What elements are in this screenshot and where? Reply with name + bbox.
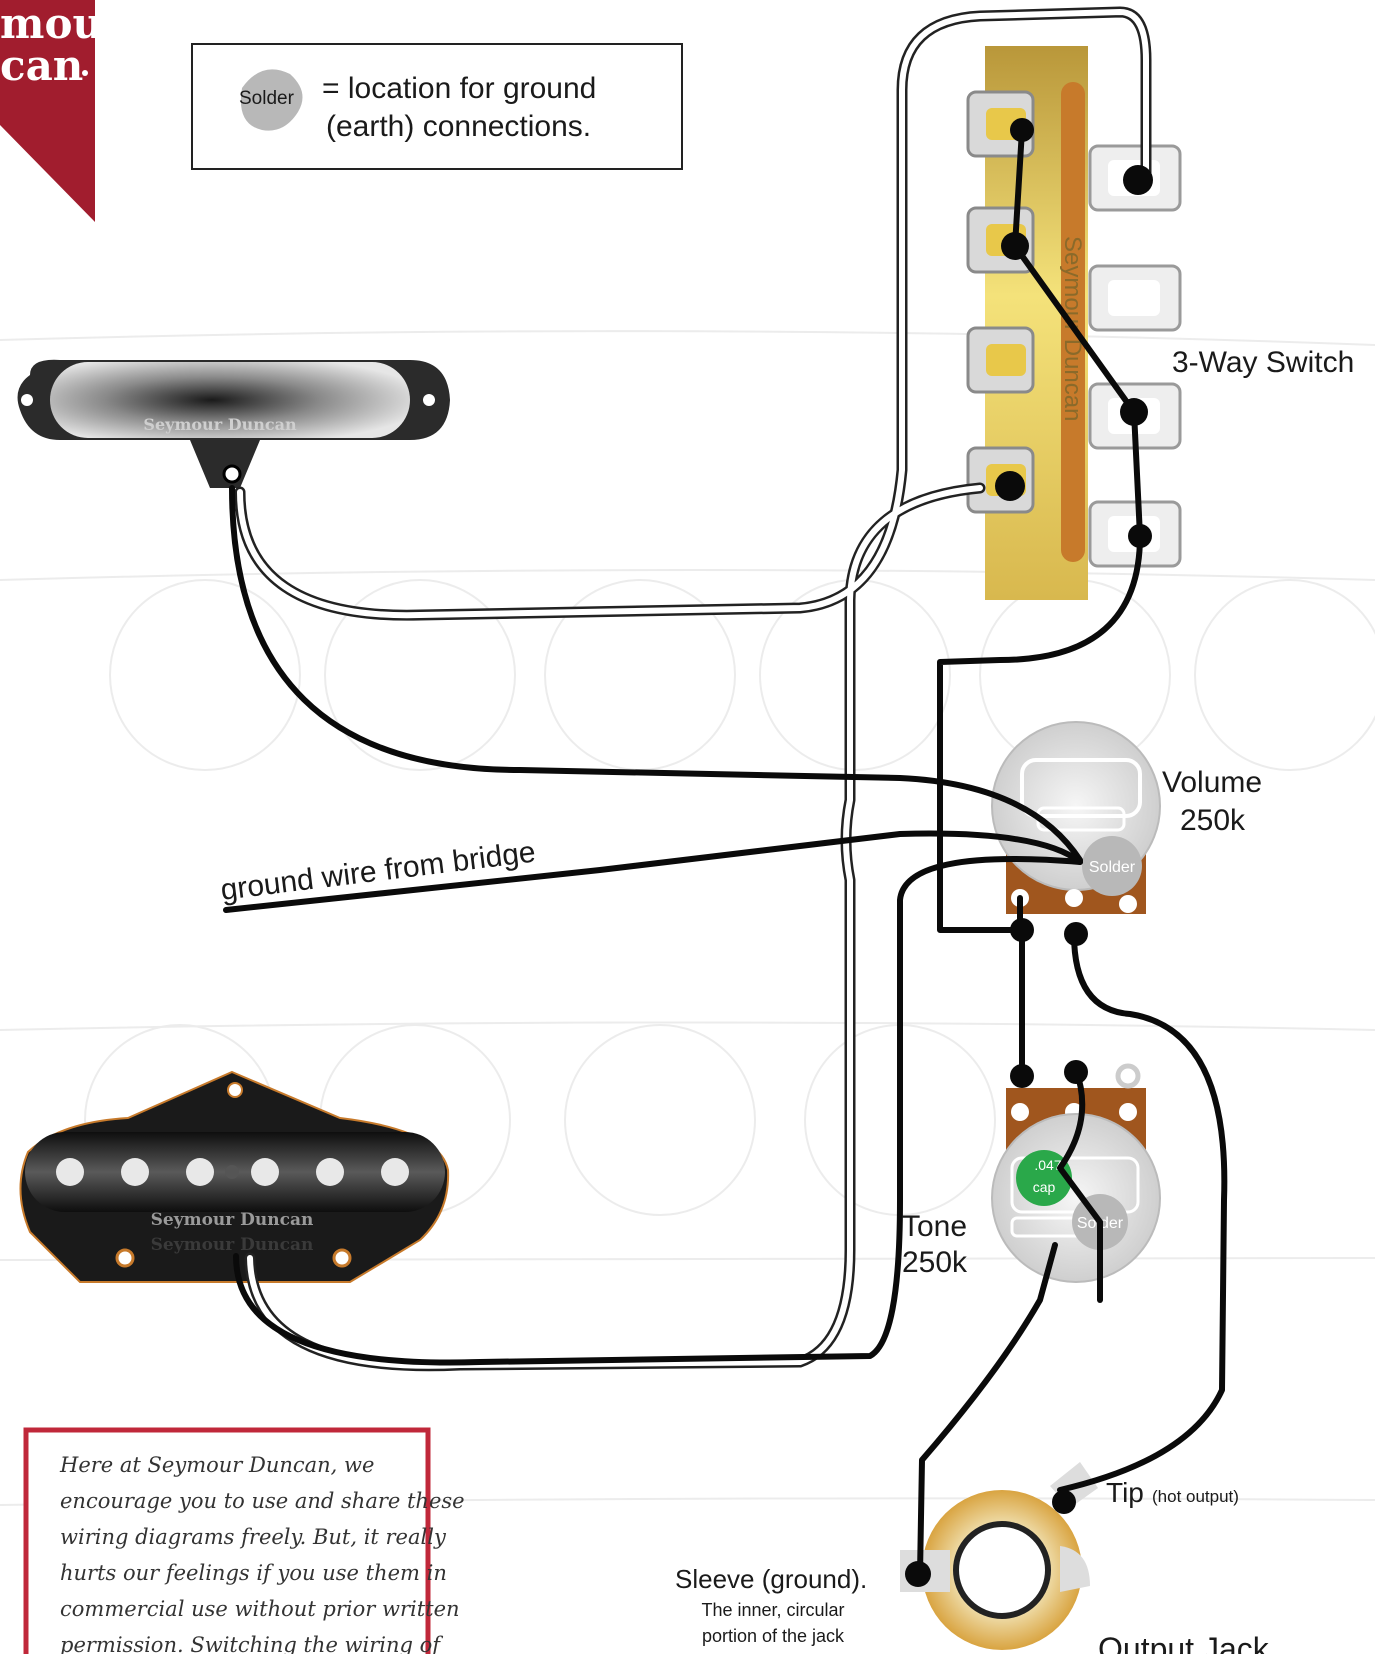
volume-label-1: Volume bbox=[1162, 766, 1262, 799]
tip-note: (hot output) bbox=[1152, 1487, 1239, 1506]
legend-solder-text: Solder bbox=[239, 88, 295, 109]
output-jack-title: Output Jack bbox=[1098, 1631, 1270, 1654]
volume-pot: Solder Volume 250k bbox=[991, 721, 1262, 914]
tone-label-2: 250k bbox=[902, 1246, 968, 1279]
volume-label-2: 250k bbox=[1180, 804, 1246, 837]
notice-line-6: permission. Switching the wiring of bbox=[60, 1633, 443, 1654]
sleeve-label: Sleeve (ground). bbox=[675, 1564, 867, 1594]
solder-dots bbox=[905, 118, 1153, 1587]
notice-line-1: Here at Seymour Duncan, we bbox=[59, 1453, 374, 1477]
legend-line-2: (earth) connections. bbox=[326, 110, 591, 143]
neck-pickup: Seymour Duncan bbox=[17, 359, 451, 488]
cap-text-1: .047 bbox=[1034, 1157, 1061, 1173]
tone-label-1: Tone bbox=[902, 1210, 967, 1243]
notice-line-4: hurts our feelings if you use them in bbox=[60, 1561, 447, 1585]
notice-line-3: wiring diagrams freely. But, it really bbox=[60, 1525, 447, 1549]
notice-line-5: commercial use without prior written bbox=[60, 1597, 460, 1621]
capacitor-icon bbox=[1016, 1150, 1072, 1206]
volume-solder-icon bbox=[1082, 836, 1142, 896]
neck-pickup-brand: Seymour Duncan bbox=[143, 415, 297, 434]
brand-logo: mour can bbox=[0, 0, 126, 222]
volume-solder-text: Solder bbox=[1089, 859, 1136, 876]
legend-box: Solder = location for ground (earth) con… bbox=[191, 43, 683, 170]
legend-line-1: = location for ground bbox=[322, 72, 596, 105]
bridge-pickup: Seymour Duncan Seymour Duncan bbox=[19, 1070, 450, 1283]
sleeve-note-2: portion of the jack bbox=[702, 1626, 845, 1646]
tone-pot: .047 cap Solder Tone 250k bbox=[902, 1063, 1161, 1283]
switch-label: 3-Way Switch bbox=[1172, 346, 1354, 379]
cap-text-2: cap bbox=[1033, 1179, 1056, 1195]
notice-line-2: encourage you to use and share these bbox=[60, 1489, 465, 1513]
sleeve-note-1: The inner, circular bbox=[701, 1600, 844, 1620]
output-jack: Tip (hot output) Sleeve (ground). The in… bbox=[675, 1462, 1270, 1654]
logo-text-1: mour bbox=[0, 0, 126, 48]
tip-label: Tip bbox=[1106, 1477, 1144, 1508]
solder-blob-icon bbox=[240, 69, 303, 131]
usage-notice: Here at Seymour Duncan, we encourage you… bbox=[23, 1427, 465, 1654]
bridge-pickup-brand: Seymour Duncan bbox=[151, 1210, 314, 1230]
logo-text-2: can bbox=[0, 41, 83, 90]
bridge-pickup-brand-2: Seymour Duncan bbox=[151, 1235, 314, 1255]
